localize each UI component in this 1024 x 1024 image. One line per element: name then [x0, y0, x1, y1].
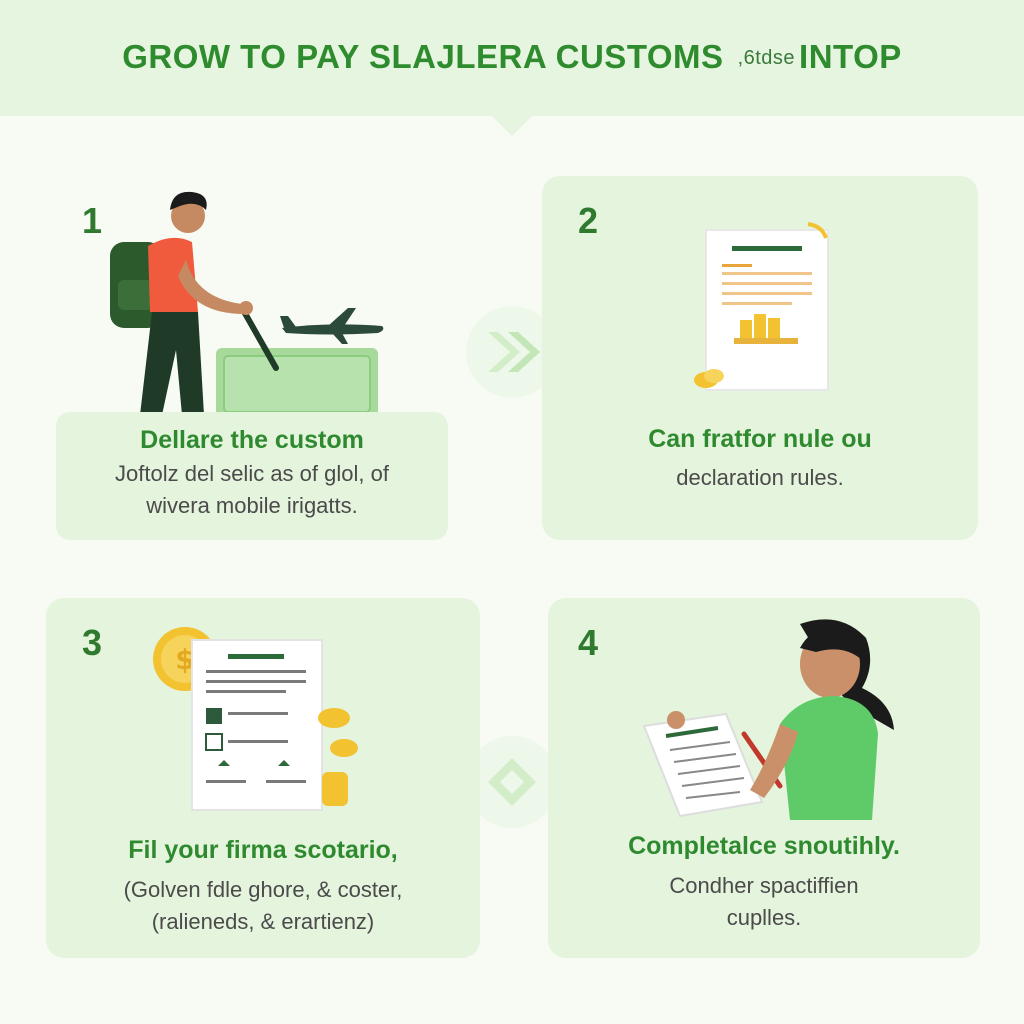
- connector-3-4: [466, 736, 558, 828]
- document-icon: [690, 220, 840, 400]
- svg-text:$: $: [175, 643, 194, 676]
- step-2-number: 2: [578, 200, 599, 241]
- title-left: GROW TO PAY SLAJLERA CUSTOMS: [122, 38, 724, 75]
- step-1-title: Dellare the custom: [140, 426, 364, 454]
- header-band: [0, 0, 1024, 116]
- step-3-title: Fil your firma scotario,: [128, 836, 398, 864]
- woman-with-form-icon: [640, 604, 900, 820]
- step-1-line-1: Joftolz del selic as of glol, of: [115, 461, 389, 486]
- step-1-line-2: wivera mobile irigatts.: [146, 493, 358, 518]
- title-mid: ,6tdse: [737, 47, 796, 69]
- step-4-title: Completalce snoutihly.: [628, 832, 900, 860]
- step-1-caption: Dellare the custom Joftolz del selic as …: [56, 412, 448, 540]
- step-2-title: Can fratfor nule ou: [648, 425, 872, 453]
- step-4-number: 4: [578, 622, 599, 663]
- airplane-icon: [278, 306, 388, 346]
- step-4-line-2: cuplles.: [726, 905, 802, 930]
- step-4-line-1: Condher spactiffien: [669, 873, 859, 898]
- step-1-number: 1: [82, 200, 103, 241]
- step-2-line-1: declaration rules.: [676, 465, 844, 490]
- step-3-line-1: (Golven fdle ghore, & coster,: [123, 877, 403, 902]
- form-document-icon: [188, 636, 368, 816]
- coins-icon: [690, 362, 730, 392]
- step-3-line-2: (ralieneds, & erartienz): [151, 909, 375, 934]
- traveler-with-luggage-icon: [100, 180, 400, 415]
- title-right: INTOP: [799, 38, 902, 75]
- step-3-number: 3: [82, 622, 103, 663]
- header-pointer: [490, 114, 534, 136]
